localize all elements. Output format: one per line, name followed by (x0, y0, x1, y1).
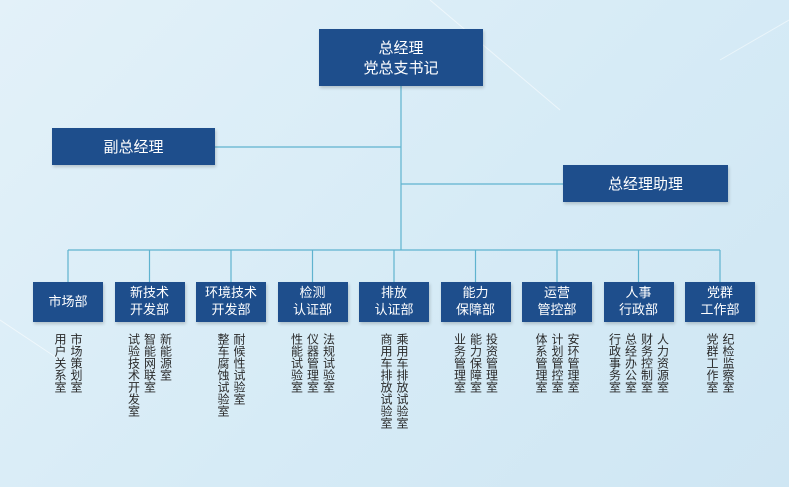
sub-office-label: 纪检监察室 (721, 333, 735, 393)
sub-office-label: 党群工作室 (705, 333, 719, 393)
department-box: 能力 保障部 (440, 282, 511, 322)
sub-office-label: 法规试验室 (321, 333, 336, 393)
department-name: 新技术 开发部 (129, 286, 169, 318)
background-decoration (0, 0, 789, 360)
sub-office-label: 计划管控室 (550, 333, 564, 393)
department-box: 人事 行政部 (603, 282, 674, 322)
sub-office-label: 业务管理室 (452, 333, 467, 393)
sub-office-label: 用户关系室 (53, 333, 67, 393)
sub-office-label: 人力资源室 (655, 333, 670, 393)
department-box: 市场部 (33, 282, 103, 322)
sub-office-label: 体系管理室 (534, 333, 548, 393)
department-name: 党群 工作部 (700, 286, 740, 318)
department-box: 新技术 开发部 (114, 282, 185, 322)
deputy-general-manager-box: 副总经理 (52, 128, 215, 165)
sub-office-label: 行政事务室 (607, 333, 622, 393)
department-box: 党群 工作部 (685, 282, 755, 322)
department-name: 人事 行政部 (618, 286, 658, 318)
department-box: 检测 认证部 (277, 282, 348, 322)
general-manager-box: 总经理 党总支书记 (319, 29, 483, 86)
sub-office-label: 商用车排放试验室 (379, 333, 393, 429)
sub-office-label: 试验技术开发室 (126, 333, 141, 417)
department-name: 市场部 (48, 294, 88, 310)
sub-office-label: 能力保障室 (468, 333, 483, 393)
department-name: 环境技术 开发部 (204, 286, 257, 318)
sub-office-label: 投资管理室 (484, 333, 499, 393)
sub-office-label: 市场策划室 (69, 333, 83, 393)
sub-office-label: 智能网联室 (142, 333, 157, 393)
party-secretary-title: 党总支书记 (363, 58, 439, 77)
general-manager-title: 总经理 (378, 38, 424, 57)
sub-office-label: 整车腐蚀试验室 (216, 333, 230, 417)
sub-office-label: 总经办公室 (623, 333, 638, 393)
department-name: 检测 认证部 (292, 286, 332, 318)
deputy-general-manager-label: 副总经理 (103, 138, 164, 156)
department-box: 排放 认证部 (359, 282, 429, 322)
department-name: 能力 保障部 (455, 286, 495, 318)
department-box: 环境技术 开发部 (196, 282, 266, 322)
sub-office-label: 安环管理室 (566, 333, 580, 393)
department-name: 运营 管控部 (537, 286, 577, 318)
sub-office-label: 乘用车排放试验室 (395, 333, 409, 429)
department-box: 运营 管控部 (522, 282, 592, 322)
sub-office-label: 仪器管理室 (305, 333, 320, 393)
sub-office-label: 财务控制室 (639, 333, 654, 393)
sub-office-label: 性能试验室 (289, 333, 304, 393)
sub-office-label: 新能源室 (158, 333, 173, 381)
sub-office-label: 耐候性试验室 (232, 333, 246, 405)
department-name: 排放 认证部 (374, 286, 414, 318)
assistant-general-manager-box: 总经理助理 (563, 165, 728, 202)
assistant-general-manager-label: 总经理助理 (607, 175, 683, 193)
